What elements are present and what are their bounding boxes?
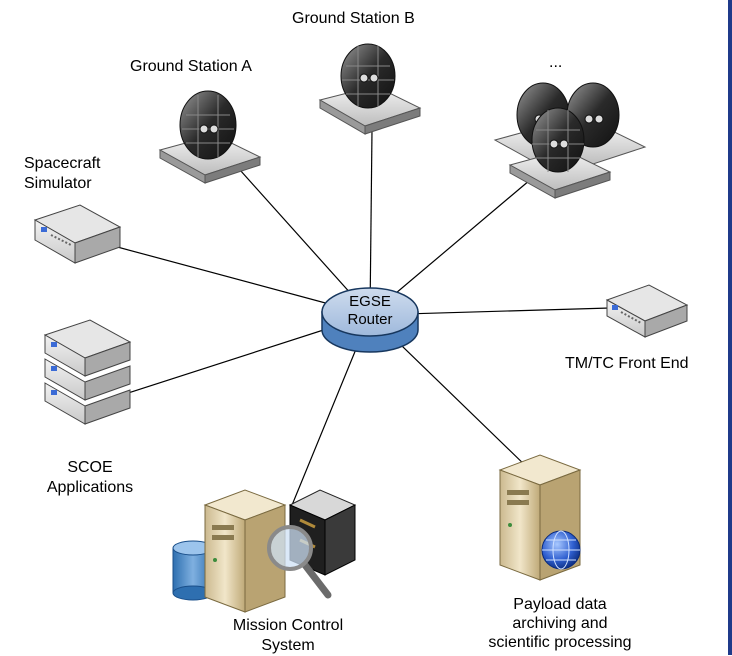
mission-control-group — [172, 489, 357, 613]
label-line: Spacecraft — [24, 155, 101, 172]
label-scoe-applications: SCOE Applications — [30, 458, 150, 498]
label-ground-station-b: Ground Station B — [292, 10, 415, 27]
label-ground-station-a: Ground Station A — [130, 58, 252, 75]
network-device-icon — [44, 358, 131, 401]
link-ground-b — [369, 129, 373, 316]
label-router: EGSE Router — [330, 293, 410, 329]
label-line: SCOE — [67, 459, 113, 476]
network-device-icon — [44, 382, 131, 425]
satellite-dish-icon — [508, 107, 612, 199]
label-line: Payload data — [513, 596, 607, 613]
payload-server-group — [498, 454, 582, 581]
label-line: archiving and — [512, 615, 608, 632]
satellite-dish-icon — [158, 90, 262, 184]
label-line: Router — [347, 311, 393, 328]
label-more-stations: ... — [549, 54, 563, 71]
network-device-icon — [33, 204, 122, 264]
router-icon — [321, 287, 419, 353]
label-line: Simulator — [24, 175, 92, 192]
device-stack — [43, 319, 132, 425]
network-device-icon — [605, 284, 689, 338]
frame-edge — [728, 0, 732, 655]
label-line: Applications — [46, 479, 134, 496]
satellite-dish-icon — [318, 43, 422, 135]
label-line: System — [261, 637, 315, 654]
satellite-dish-group — [493, 82, 647, 199]
label-spacecraft-simulator: Spacecraft Simulator — [24, 154, 100, 194]
label-line: Mission Control — [232, 617, 344, 634]
magnifier-icon — [267, 525, 332, 599]
label-mission-control-system: Mission Control System — [208, 616, 368, 656]
label-payload-data: Payload data archiving and scientific pr… — [460, 595, 660, 652]
network-device-icon — [43, 319, 132, 377]
label-line: EGSE — [349, 293, 391, 310]
label-tmtc-front-end: TM/TC Front End — [565, 355, 689, 372]
label-line: scientific processing — [488, 634, 632, 651]
globe-icon — [541, 530, 581, 570]
